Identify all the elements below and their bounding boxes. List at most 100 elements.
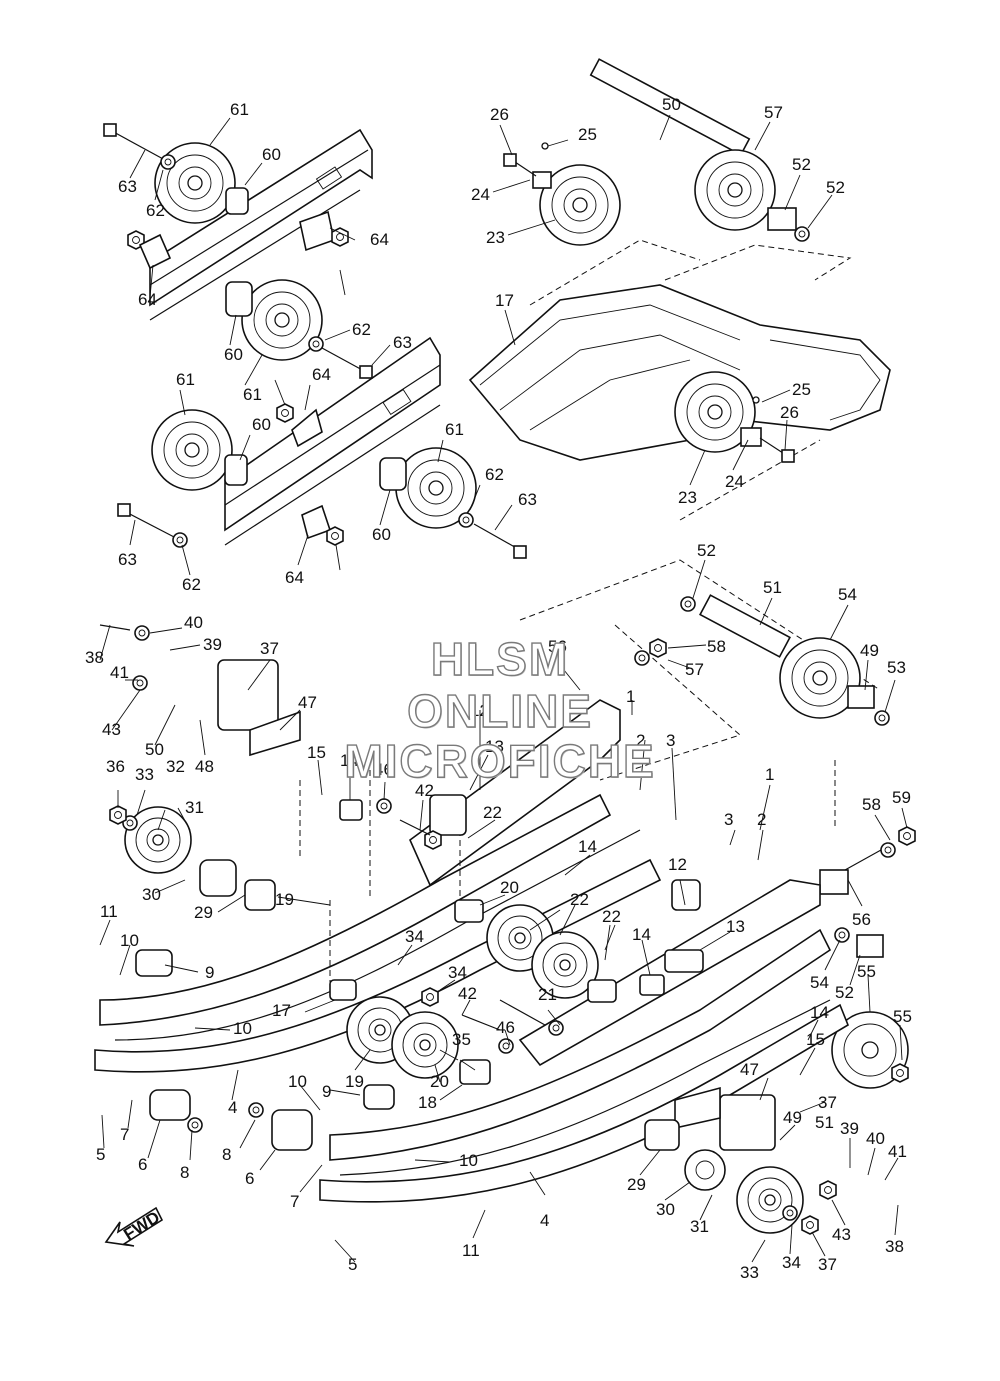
callout-52b: 52 [697, 541, 716, 560]
callout-22b: 22 [602, 907, 621, 926]
callout-41: 42 [415, 781, 434, 800]
callout-59d: 60 [372, 525, 391, 544]
callout-43b: 46 [496, 1018, 515, 1037]
callout-47: 50 [145, 740, 164, 759]
idler-hardware-upper-left [103, 123, 527, 559]
upper-left-rail-assembly [149, 128, 441, 546]
callout-60d: 61 [445, 420, 464, 439]
callout-52: 52 [826, 178, 845, 197]
callout-26: 26 [490, 105, 509, 124]
callout-34b: 37 [818, 1255, 837, 1274]
callout-14c: 14 [632, 925, 651, 944]
callout-29b: 31 [690, 1217, 709, 1236]
callout-37: 38 [85, 648, 104, 667]
rear-axle-assembly [503, 58, 810, 463]
callout-8: 8 [180, 1163, 189, 1182]
callout-51: 52 [792, 155, 811, 174]
callout-62b: 63 [393, 333, 412, 352]
callout-18: 19 [345, 1072, 364, 1091]
callout-6b: 6 [245, 1169, 254, 1188]
callout-38: 39 [203, 635, 222, 654]
callout-63b: 64 [138, 290, 157, 309]
callout-61d: 62 [182, 575, 201, 594]
callout-20: 20 [500, 878, 519, 897]
callout-26b: 26 [780, 403, 799, 422]
callout-27: 29 [194, 903, 213, 922]
callout-10c: 10 [459, 1151, 478, 1170]
callout-62d: 63 [118, 550, 137, 569]
callout-4: 4 [228, 1098, 237, 1117]
callout-1b: 1 [765, 765, 774, 784]
callout-60b: 61 [243, 385, 262, 404]
callout-31b: 34 [782, 1253, 801, 1272]
front-axle-group [519, 559, 916, 1089]
callout-14d: 14 [810, 1003, 829, 1022]
callout-60c: 61 [176, 370, 195, 389]
callout-19b: 20 [430, 1072, 449, 1091]
callout-3b: 3 [724, 810, 733, 829]
callout-14b: 14 [578, 837, 597, 856]
callout-7b: 7 [290, 1192, 299, 1211]
callout-52c: 53 [887, 658, 906, 677]
callout-20b: 21 [538, 985, 557, 1004]
callout-47b: 51 [815, 1113, 834, 1132]
callout-54: 57 [764, 103, 783, 122]
callout-57b: 58 [862, 795, 881, 814]
callout-23: 23 [486, 228, 505, 247]
idler-wheel-60-lower-left [151, 409, 233, 491]
callout-14: 14 [340, 751, 359, 770]
callout-45: 47 [298, 693, 317, 712]
callout-46: 48 [195, 757, 214, 776]
callout-numbers: 61 60 63 62 64 64 60 62 63 61 64 61 60 6… [85, 95, 912, 1282]
callout-27b: 29 [627, 1175, 646, 1194]
callout-13b: 13 [726, 917, 745, 936]
callout-12b: 12 [668, 855, 687, 874]
callout-46b: 49 [783, 1108, 802, 1127]
callout-24: 24 [471, 185, 490, 204]
callout-59b: 60 [224, 345, 243, 364]
callout-56b: 56 [852, 910, 871, 929]
callout-42: 43 [102, 720, 121, 739]
callout-10d: 10 [288, 1072, 307, 1091]
callout-15: 15 [307, 743, 326, 762]
callout-61b: 62 [352, 320, 371, 339]
callout-1: 1 [626, 687, 635, 706]
lower-suspension-parts [99, 624, 837, 1235]
callout-63: 64 [370, 230, 389, 249]
callout-33: 34 [405, 927, 424, 946]
callout-21: 22 [570, 890, 589, 909]
callout-38b: 39 [840, 1119, 859, 1138]
callout-61: 62 [146, 201, 165, 220]
callout-3: 3 [666, 731, 675, 750]
callout-13: 13 [485, 737, 504, 756]
callout-30b: 33 [740, 1263, 759, 1282]
callout-54b: 55 [857, 962, 876, 981]
callout-17: 17 [272, 1001, 291, 1020]
callout-61c: 62 [485, 465, 504, 484]
callout-leaders [99, 114, 908, 1263]
callout-63d: 64 [285, 568, 304, 587]
callout-8b: 8 [222, 1145, 231, 1164]
callout-55: 55 [893, 1007, 912, 1026]
callout-34: 36 [106, 757, 125, 776]
callout-11b: 11 [462, 1241, 480, 1260]
callout-12: 12 [470, 701, 489, 720]
callout-5: 5 [96, 1145, 105, 1164]
callout-42b: 43 [832, 1225, 851, 1244]
callout-30: 32 [166, 757, 185, 776]
callout-5b: 5 [348, 1255, 357, 1274]
callout-28: 30 [142, 885, 161, 904]
callout-6: 6 [138, 1155, 147, 1174]
callout-40b: 41 [888, 1142, 907, 1161]
callout-39: 40 [184, 613, 203, 632]
callout-59: 60 [262, 145, 281, 164]
callout-40: 41 [110, 663, 129, 682]
callout-10b: 10 [233, 1019, 252, 1038]
callout-51b: 52 [835, 983, 854, 1002]
callout-56: 56 [548, 637, 567, 656]
callout-31: 33 [135, 765, 154, 784]
callout-58: 58 [707, 637, 726, 656]
callout-59c: 60 [252, 415, 271, 434]
forward-direction-arrow: FWD [104, 1206, 163, 1247]
